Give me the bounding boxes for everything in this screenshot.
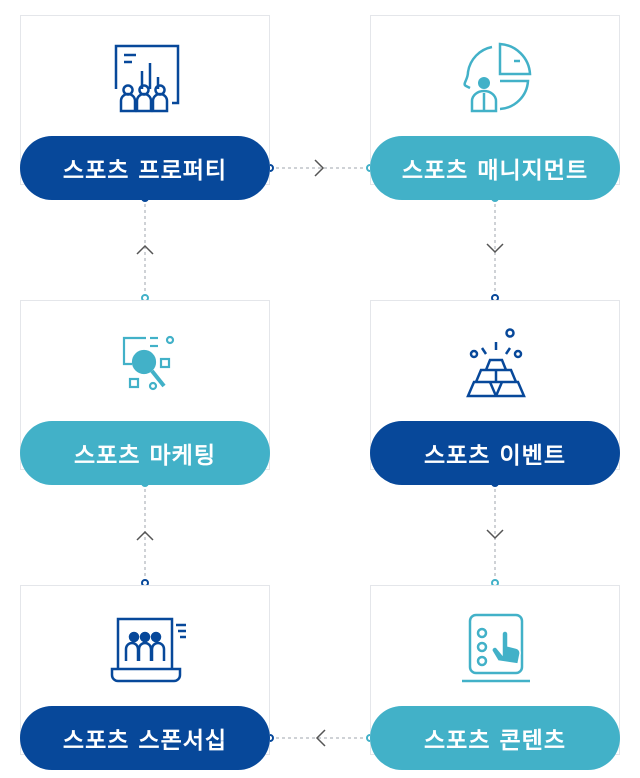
connector-sponsorship-to-marketing [136,479,154,587]
step-label-content[interactable]: 스포츠 콘텐츠 [370,706,620,770]
monitor-audience-icon [110,617,186,683]
gold-bars-icon [466,328,526,398]
step-label-property[interactable]: 스포츠 프로퍼티 [20,136,270,200]
connector-marketing-to-property [136,194,154,302]
step-label-sponsorship[interactable]: 스포츠 스폰서십 [20,706,270,770]
step-label-event[interactable]: 스포츠 이벤트 [370,421,620,485]
magnifier-analysis-icon [122,335,175,391]
step-label-management[interactable]: 스포츠 매니지먼트 [370,136,620,200]
connector-property-to-management [266,159,374,177]
connector-management-to-event [486,194,504,302]
connector-event-to-content [486,479,504,587]
head-puzzle-person-icon [463,42,532,113]
presentation-audience-icon [114,44,180,113]
connector-content-to-sponsorship [266,729,374,747]
step-label-marketing[interactable]: 스포츠 마케팅 [20,421,270,485]
touch-screen-icon [462,613,530,683]
